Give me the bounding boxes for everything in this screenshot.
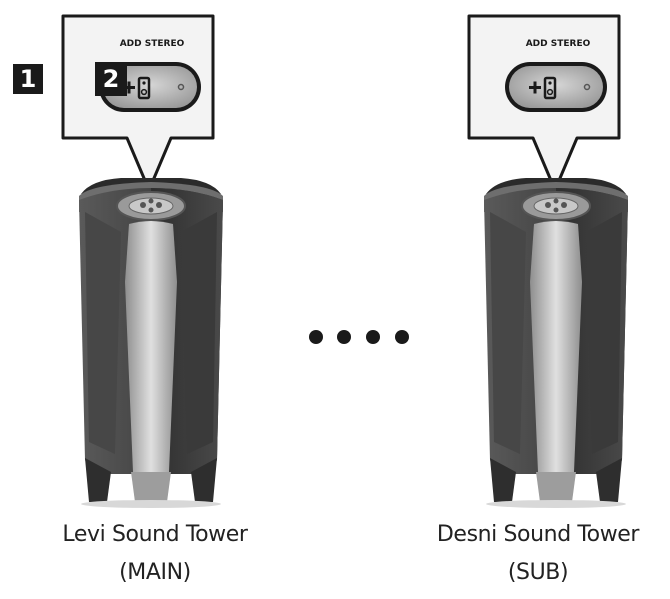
caption-sub: Desni Sound Tower (SUB) (408, 516, 668, 592)
speaker-role-main: (MAIN) (119, 560, 191, 585)
speaker-role-sub: (SUB) (507, 560, 569, 585)
button-label-main: ADD STEREO (120, 39, 185, 49)
speaker-main (78, 177, 224, 509)
dots-ellipsis-icon (309, 330, 409, 344)
callout-sub: ADD STEREO (467, 14, 621, 192)
step-2-badge: 2 (95, 62, 127, 96)
speaker-sub (483, 177, 629, 509)
speaker-name-sub: Desni Sound Tower (436, 522, 640, 547)
step-1-badge: 1 (13, 64, 43, 94)
speaker-name-main: Levi Sound Tower (62, 522, 248, 547)
callout-main: ADD STEREO (61, 14, 215, 192)
caption-main: Levi Sound Tower (MAIN) (25, 516, 285, 592)
button-label-sub: ADD STEREO (526, 39, 591, 49)
